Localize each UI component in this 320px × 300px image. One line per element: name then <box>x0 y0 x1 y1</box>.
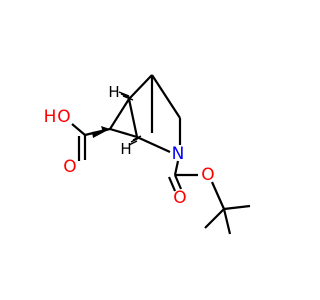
bond-quaternary-c-to-methyl-bottom <box>222 208 232 235</box>
bond-carbonyl-c-to-o-1 <box>173 174 183 190</box>
atom-boc-carbonyl-o: O <box>173 188 186 208</box>
atom-hydroxyl-o: O <box>57 107 70 127</box>
atom-stereo-h-top: H <box>108 83 119 101</box>
bond-bridgehead-top-to-bridge <box>128 74 153 100</box>
bond-bridge-to-ch2 <box>151 74 181 119</box>
hash-bond-bottom-h <box>128 135 142 146</box>
atom-acid-carbonyl-o: O <box>63 157 76 177</box>
bond-n-to-carbonyl-c <box>173 160 180 176</box>
bond-carbonyl-c-to-o-2 <box>167 176 177 192</box>
atom-nitrogen: N <box>172 144 185 164</box>
molecule-structure: H O O N O O H H <box>44 74 251 235</box>
bond-c-bottom-to-n <box>136 135 171 154</box>
wedge-bond-acid <box>92 129 110 138</box>
atom-stereo-h-bottom: H <box>120 140 131 158</box>
bond-acid-c-to-oh <box>71 123 86 136</box>
atom-ester-o: O <box>201 165 214 185</box>
bond-quaternary-c-to-methyl-right <box>223 204 251 211</box>
bond-c5-to-c-bottom <box>109 127 138 139</box>
bond-bridgehead-top-to-c5 <box>109 98 130 130</box>
bond-quaternary-c-to-methyl-left <box>204 208 225 229</box>
bond-bridgehead-top-to-c-bottom <box>127 98 139 138</box>
molecule-canvas: H O O N O O H H <box>44 74 251 235</box>
atom-hydroxyl-h: H <box>44 107 57 127</box>
bond-ester-o-to-quaternary-c <box>210 181 226 210</box>
hash-bond-top-h <box>118 91 134 101</box>
